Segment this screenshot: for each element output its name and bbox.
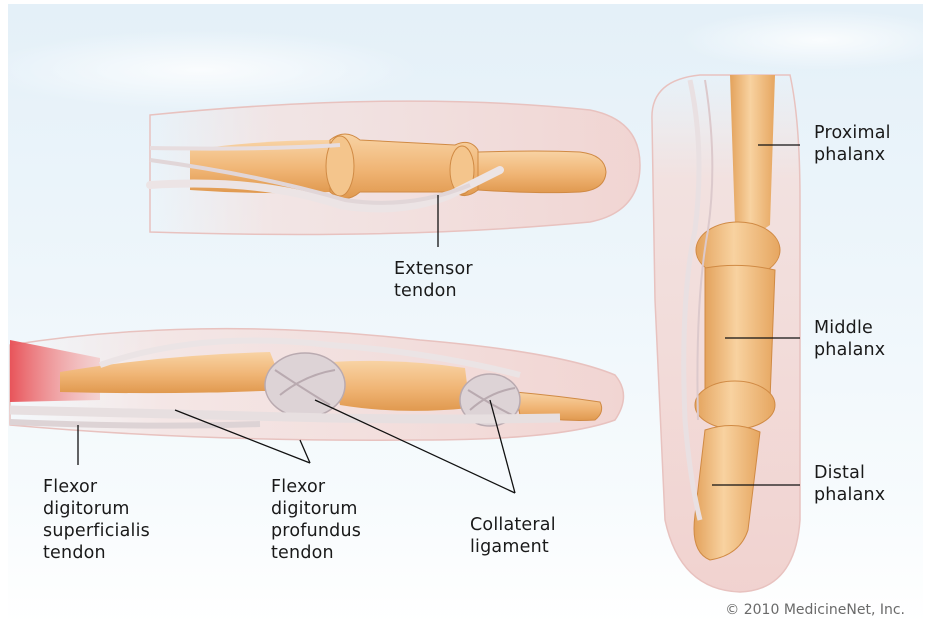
middle-bone — [330, 361, 470, 411]
finger-lateral-view — [10, 329, 624, 441]
label-middle-phalanx: Middle phalanx — [814, 317, 885, 361]
middle-joint — [695, 381, 775, 429]
flexor-superficialis-tendon — [10, 422, 260, 426]
label-distal-phalanx: Distal phalanx — [814, 462, 885, 506]
label-extensor-tendon: Extensor tendon — [394, 258, 473, 302]
cloud — [680, 10, 923, 70]
illustration-panel: Extensor tendon Flexor digitorum superfi… — [8, 4, 923, 624]
finger-dorsal-view — [150, 101, 640, 234]
finger-palmar-view — [652, 75, 800, 592]
copyright-notice: © 2010 MedicineNet, Inc. — [725, 602, 905, 618]
label-collateral-ligament: Collateral ligament — [470, 514, 556, 558]
proximal-bone — [730, 75, 775, 233]
label-proximal-phalanx: Proximal phalanx — [814, 122, 891, 166]
label-flexor-profundus: Flexor digitorum profundus tendon — [271, 476, 361, 564]
label-flexor-superficialis: Flexor digitorum superficialis tendon — [43, 476, 150, 564]
cloud — [8, 30, 420, 110]
collateral-ligament — [265, 353, 345, 417]
